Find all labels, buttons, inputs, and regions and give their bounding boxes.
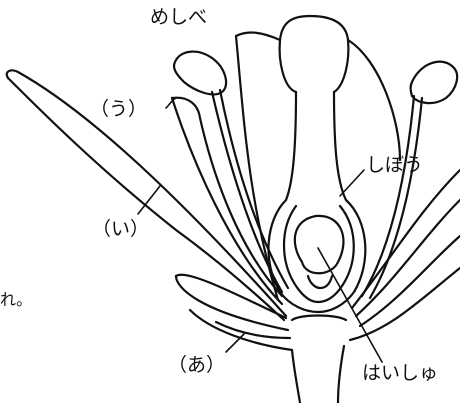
label-ovary: しぼう (366, 156, 423, 175)
ovule (295, 216, 344, 288)
leader-ovary (340, 170, 364, 196)
label-pistil: めしべ (150, 8, 207, 27)
label-i: （い） (92, 220, 149, 239)
edge-text-fragment: れ。 (0, 292, 32, 308)
label-ovule: はいしゅ (362, 364, 438, 383)
label-u: （う） (90, 100, 147, 119)
pistil-stigma-style (280, 16, 349, 200)
left-petals (172, 33, 282, 304)
sepal (176, 268, 460, 350)
label-a: （あ） (168, 356, 225, 375)
leader-i (138, 186, 160, 214)
right-stamen (362, 62, 457, 298)
leader-ovule (318, 248, 382, 362)
receptacle (292, 316, 346, 403)
